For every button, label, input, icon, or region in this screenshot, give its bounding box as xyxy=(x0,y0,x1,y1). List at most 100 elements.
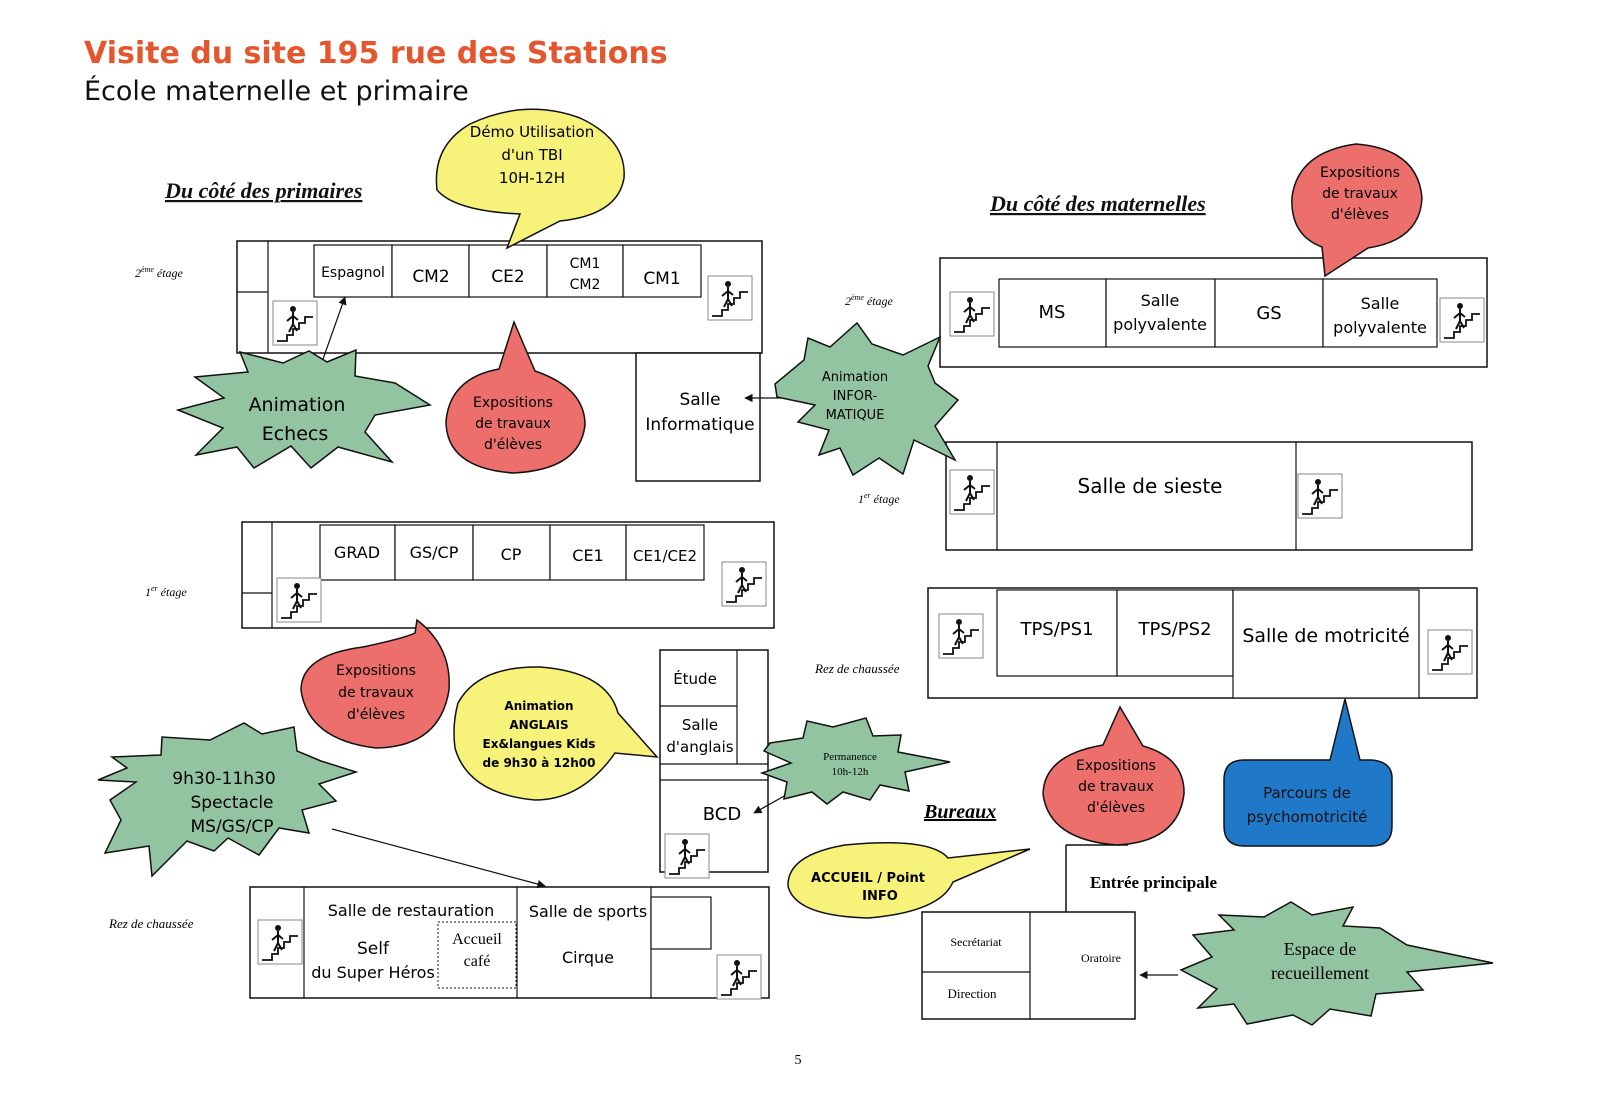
svg-text:de travaux: de travaux xyxy=(1322,186,1398,202)
bubble-animation-informatique: Animation INFOR- MATIQUE xyxy=(774,321,960,477)
svg-text:Expositions: Expositions xyxy=(336,663,416,679)
svg-text:10H-12H: 10H-12H xyxy=(499,169,565,187)
page-subtitle: École maternelle et primaire xyxy=(84,75,469,107)
stairs-icon xyxy=(949,469,995,515)
svg-text:Parcours de: Parcours de xyxy=(1263,784,1351,802)
room-label: Espagnol xyxy=(321,265,385,281)
svg-text:de 9h30 à 12h00: de 9h30 à 12h00 xyxy=(483,756,596,770)
room-ce1 xyxy=(549,524,627,581)
svg-text:MATIQUE: MATIQUE xyxy=(826,408,885,423)
room-ce1-ce2 xyxy=(625,524,705,581)
svg-text:de travaux: de travaux xyxy=(1078,779,1154,795)
bubble-expositions-maternelles-bottom: Expositions de travaux d'élèves xyxy=(1042,705,1185,846)
room-cm1 xyxy=(622,244,702,298)
svg-text:de travaux: de travaux xyxy=(338,685,414,701)
room-label: TPS/PS2 xyxy=(1137,619,1211,640)
stairs-icon xyxy=(276,577,322,623)
svg-text:Expositions: Expositions xyxy=(473,395,553,411)
stairs-icon xyxy=(716,954,762,1000)
svg-text:Animation: Animation xyxy=(249,394,346,416)
stairs-icon xyxy=(938,613,984,659)
room-espagnol xyxy=(313,244,393,298)
room-salle-polyvalente-1 xyxy=(1105,278,1216,348)
stairs-icon xyxy=(1439,297,1485,343)
stairs-icon xyxy=(949,291,995,337)
room-cm2 xyxy=(391,244,470,298)
room-gs-cp xyxy=(394,524,474,581)
room-label: Salle de motricité xyxy=(1242,625,1409,647)
room-self: Self xyxy=(357,939,390,959)
svg-text:d'élèves: d'élèves xyxy=(1087,800,1145,816)
stairs-icon xyxy=(664,833,710,879)
svg-text:Ex&langues Kids: Ex&langues Kids xyxy=(483,737,596,751)
stairs-icon xyxy=(721,561,767,607)
room-salle-restauration: Salle de restauration xyxy=(328,901,495,920)
svg-text:ANGLAIS: ANGLAIS xyxy=(509,718,568,732)
room-label: GRAD xyxy=(334,543,380,562)
room-cp xyxy=(472,524,551,581)
svg-text:psychomotricité: psychomotricité xyxy=(1247,808,1368,826)
svg-text:Expositions: Expositions xyxy=(1076,758,1156,774)
entree-principale-label: Entrée principale xyxy=(1090,873,1217,892)
svg-text:INFOR-: INFOR- xyxy=(833,389,878,404)
bureaux-heading: Bureaux xyxy=(923,801,996,823)
stairs-icon xyxy=(1297,473,1343,519)
room-ms xyxy=(998,278,1107,348)
maternelles-heading: Du côté des maternelles xyxy=(989,191,1206,216)
room-ce2 xyxy=(468,244,548,298)
room-oratoire: Oratoire xyxy=(1081,951,1121,965)
svg-text:Permanence: Permanence xyxy=(823,751,877,763)
floor-label-primaires-2: 2ème étage xyxy=(135,265,184,280)
svg-text:d'un TBI: d'un TBI xyxy=(501,146,562,164)
room-bcd: BCD xyxy=(703,804,741,825)
svg-text:Animation: Animation xyxy=(504,699,573,713)
room-etude: Étude xyxy=(673,669,717,688)
room-accueil-cafe xyxy=(437,921,517,989)
bubble-spectacle: 9h30-11h30 Spectacle MS/GS/CP xyxy=(97,722,359,878)
svg-text:Espace de: Espace de xyxy=(1284,939,1356,959)
room-label: TPS/PS1 xyxy=(1019,619,1093,640)
room-tps-ps1 xyxy=(996,589,1118,677)
svg-text:Spectacle: Spectacle xyxy=(191,793,274,813)
bubble-expositions-primaires-mid: Expositions de travaux d'élèves xyxy=(300,618,450,749)
bubble-animation-anglais: Animation ANGLAIS Ex&langues Kids de 9h3… xyxy=(453,666,659,801)
room-salle-informatique xyxy=(635,352,761,482)
svg-text:Expositions: Expositions xyxy=(1320,165,1400,181)
room-salle-anglais: Salle xyxy=(682,716,718,734)
room-label: Informatique xyxy=(645,415,754,435)
stairs-icon xyxy=(272,300,318,346)
primaires-heading: Du côté des primaires xyxy=(164,178,362,203)
room-label: CM1 xyxy=(570,256,601,272)
svg-text:Echecs: Echecs xyxy=(262,423,329,445)
svg-text:d'élèves: d'élèves xyxy=(484,437,542,453)
bubble-demo-tbi: Démo Utilisation d'un TBI 10H-12H xyxy=(435,108,625,250)
svg-text:ACCUEIL / Point: ACCUEIL / Point xyxy=(811,871,925,886)
room-direction: Direction xyxy=(947,986,997,1001)
room-grad xyxy=(319,524,396,581)
room-label: Salle xyxy=(679,390,720,410)
floor-label-maternelles-2: 2ème étage xyxy=(845,293,894,308)
stairs-icon xyxy=(707,275,753,321)
room-label: CE1/CE2 xyxy=(633,547,697,565)
arrow-permanence-bcd xyxy=(753,794,787,814)
room-tps-ps2 xyxy=(1116,589,1234,677)
stairs-icon xyxy=(257,919,303,965)
svg-text:d'élèves: d'élèves xyxy=(347,707,405,723)
bubble-espace-recueillement: Espace de recueillement xyxy=(1179,901,1494,1026)
room-label: CP xyxy=(501,545,522,564)
room-label: MS xyxy=(1039,302,1066,323)
page-number: 5 xyxy=(795,1053,802,1068)
svg-text:MS/GS/CP: MS/GS/CP xyxy=(191,817,274,837)
floor-label-primaires-1: 1er étage xyxy=(145,584,187,599)
building-maternelles-1 xyxy=(945,441,1473,551)
svg-text:d'élèves: d'élèves xyxy=(1331,207,1389,223)
bubble-psychomotricite: Parcours de psychomotricité xyxy=(1223,698,1393,847)
svg-text:Animation: Animation xyxy=(822,370,888,385)
room-label: CE1 xyxy=(572,546,603,565)
floor-label-maternelles-1: 1er étage xyxy=(858,491,900,506)
room-salle-de-motricite xyxy=(1232,589,1420,699)
room-salle-sports: Salle de sports xyxy=(529,902,647,921)
room-label: CM2 xyxy=(570,277,601,293)
arrow-spectacle-sports xyxy=(331,828,546,889)
